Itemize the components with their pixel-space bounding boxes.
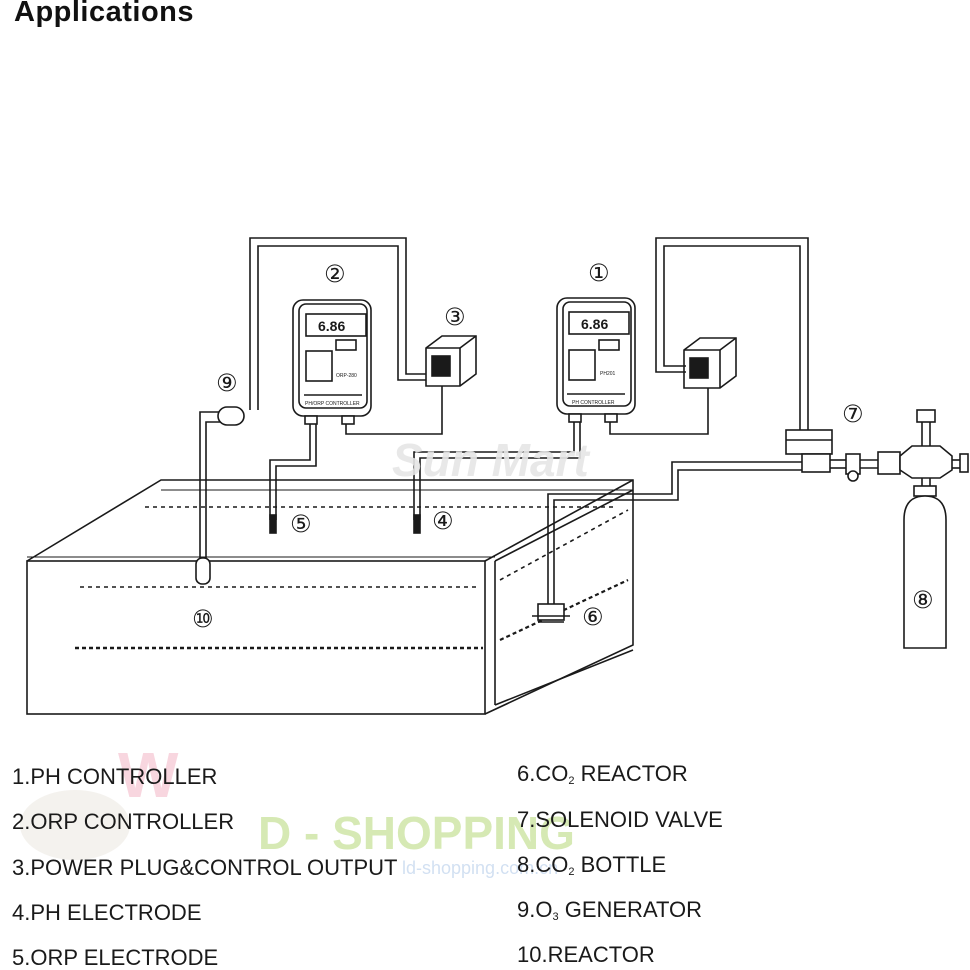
power-plug-box-orp [425,335,477,387]
legend-item-10: 10.REACTOR [517,942,655,967]
cable-orp-electrode [269,424,317,520]
callout-2: ② [324,260,346,288]
legend-item-6: 6.CO2 REACTOR [517,761,688,788]
callout-6: ⑥ [582,603,604,631]
ph-controller [556,297,636,423]
reactor-tank [26,479,634,715]
legend-item-7: 7.SOLENOID VALVE [517,807,723,832]
legend-item-4: 4.PH ELECTRODE [12,900,202,925]
legend-item-2: 2.ORP CONTROLLER [12,809,235,834]
callout-8: ⑧ [912,586,934,614]
callout-10: ⑩ [192,605,214,633]
ph-electrode [413,514,421,534]
co2-tube [547,461,806,608]
cable-ph-electrode [413,422,581,520]
power-plug-box-ph [683,337,737,389]
cable-o3-to-plug [249,237,426,410]
legend-item-1: 1.PH CONTROLLER [12,764,218,789]
cable-ph-to-plug [609,388,709,435]
legend-item-9: 9.O3 GENERATOR [517,897,703,924]
callout-3: ③ [444,303,466,331]
legend-item-5: 5.ORP ELECTRODE [12,945,219,970]
orp-controller-name: PH/ORP CONTROLLER [305,401,360,407]
ph-controller-model: PH201 [600,371,616,377]
callout-1: ① [588,259,610,287]
orp-controller-model: ORP-280 [336,373,357,379]
legend-item-3: 3.POWER PLUG&CONTROL OUTPUT [12,855,398,880]
ph-controller-name: PH CONTROLLER [572,400,615,406]
legend-item-8: 8.CO2 BOTTLE [517,852,667,879]
cable-plug-to-valve [655,237,809,430]
co2-bottle [903,485,947,649]
orp-electrode [269,514,277,534]
callout-5: ⑤ [290,510,312,538]
o3-tube [195,406,245,585]
ph-controller-display: 6.86 [581,316,608,332]
watermark-sunmart: Sun Mart [392,434,590,486]
cable-orp-to-plug [345,386,443,435]
callout-4: ④ [432,507,454,535]
co2-regulator [899,409,969,486]
co2-reactor [532,603,570,623]
callout-7: ⑦ [842,400,864,428]
callout-9: ⑨ [216,369,238,397]
page-title: Applications [14,0,195,28]
orp-controller-display: 6.86 [318,318,345,334]
solenoid-valve [785,429,901,482]
orp-controller [292,299,372,425]
